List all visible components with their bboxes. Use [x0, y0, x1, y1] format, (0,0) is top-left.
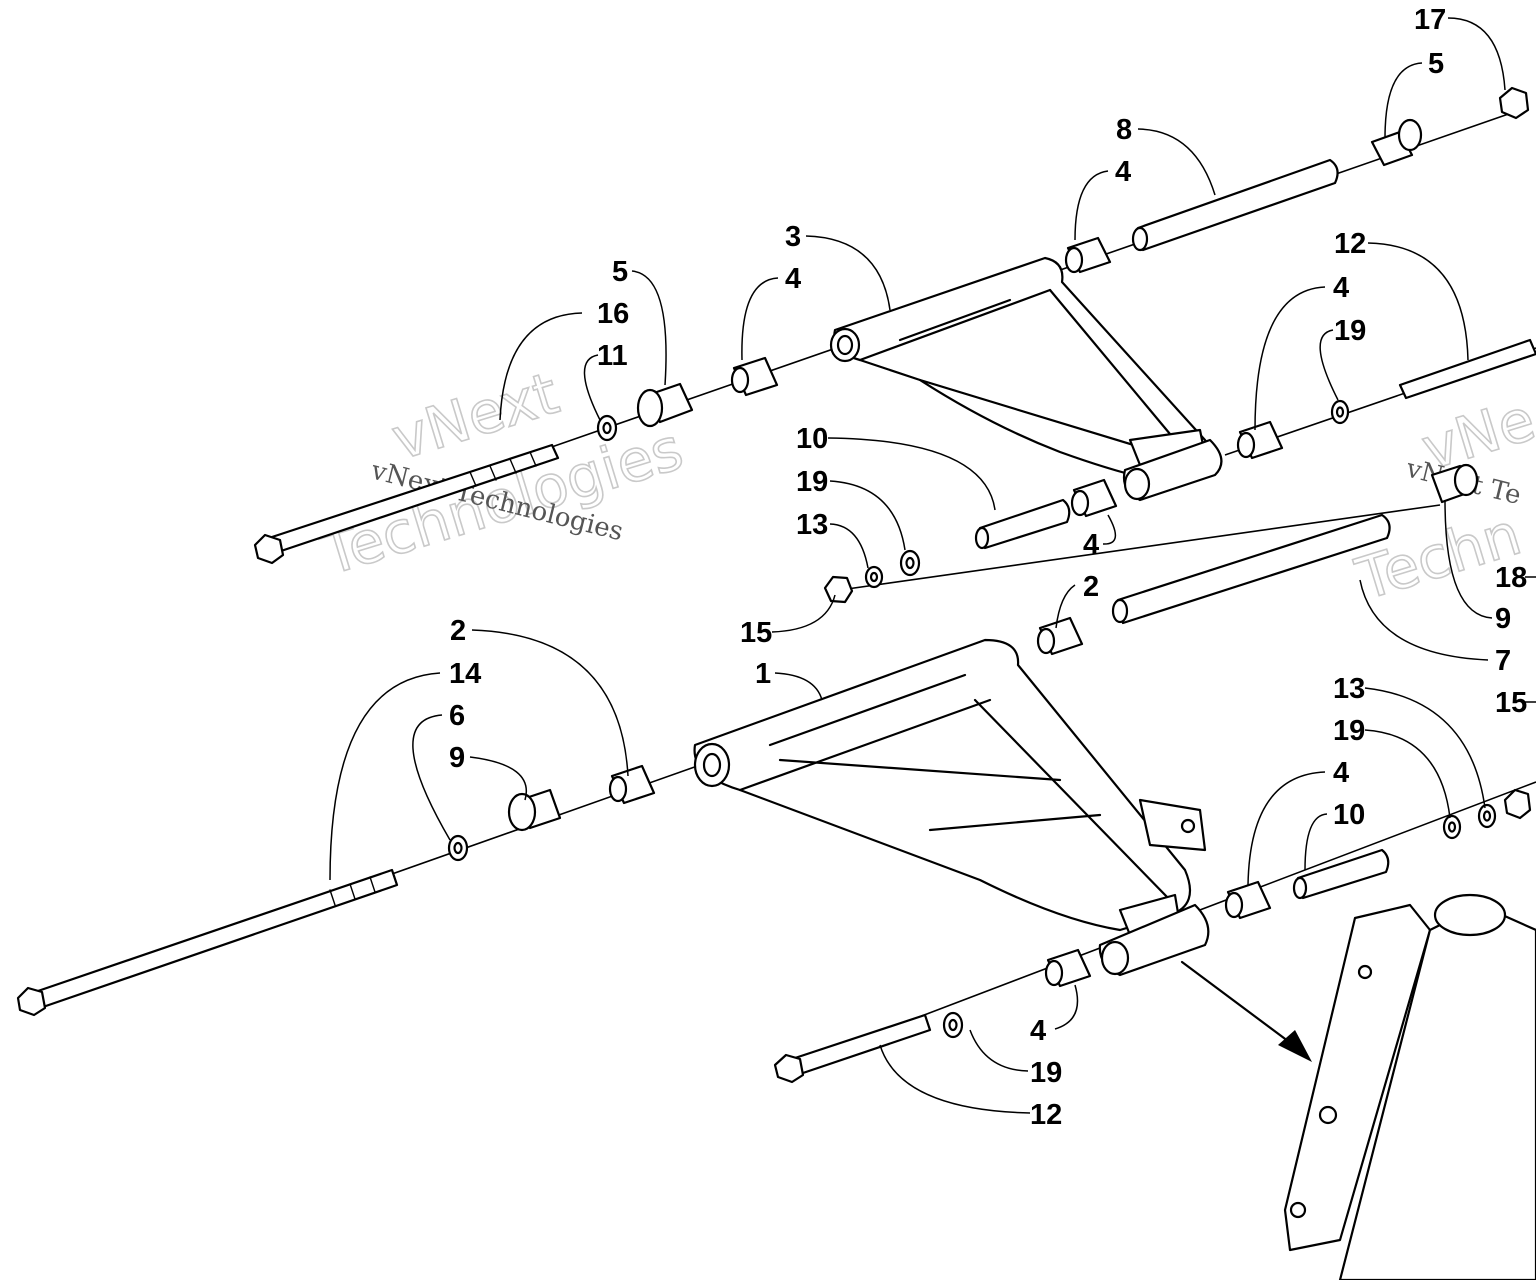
callout-19: 19 — [1030, 1057, 1062, 1089]
callout-4: 4 — [1333, 272, 1349, 304]
lower-a-arm — [693, 638, 1210, 977]
sleeve-10-upper — [974, 498, 1071, 550]
callout-19: 19 — [1334, 315, 1366, 347]
callout-14: 14 — [449, 658, 481, 690]
callout-4: 4 — [1333, 757, 1349, 789]
callout-18: 18 — [1495, 562, 1527, 594]
callout-16: 16 — [597, 298, 629, 330]
leader-lines — [329, 17, 1536, 1114]
callout-15: 15 — [740, 617, 772, 649]
upper-a-arm — [829, 256, 1223, 502]
callout-15: 15 — [1495, 687, 1527, 719]
callout-13: 13 — [796, 509, 828, 541]
sleeve-10-lower — [1292, 848, 1390, 900]
callout-3: 3 — [785, 221, 801, 253]
shaft-8 — [1131, 158, 1339, 252]
callout-4: 4 — [1083, 529, 1099, 561]
direction-arrow — [1180, 960, 1312, 1062]
callout-19: 19 — [1333, 715, 1365, 747]
lower-left-bolt — [16, 868, 399, 1017]
callout-10: 10 — [1333, 799, 1365, 831]
callout-9: 9 — [1495, 603, 1511, 635]
upper-left-bolt — [253, 443, 560, 565]
watermark: vNext Technologies vNext Technologies vN… — [312, 358, 1536, 614]
bushings — [608, 236, 1284, 988]
callout-19: 19 — [796, 466, 828, 498]
callout-4: 4 — [1115, 156, 1131, 188]
callout-6: 6 — [449, 700, 465, 732]
spindle-housing — [1283, 893, 1536, 1280]
upper-right-bolt — [1398, 338, 1536, 400]
callouts: 17 5 8 4 3 12 5 4 16 11 4 19 10 19 13 4 … — [449, 4, 1527, 1131]
callout-5: 5 — [612, 256, 628, 288]
callout-4: 4 — [1030, 1015, 1046, 1047]
flanged-bushings — [507, 118, 1479, 832]
callout-13: 13 — [1333, 673, 1365, 705]
shaft-7 — [1111, 513, 1391, 625]
lower-right-bolt — [773, 1013, 932, 1084]
callout-12: 12 — [1030, 1099, 1062, 1131]
callout-11: 11 — [597, 340, 628, 372]
callout-8: 8 — [1116, 114, 1132, 146]
callout-5: 5 — [1428, 48, 1444, 80]
callout-4: 4 — [785, 263, 801, 295]
callout-9: 9 — [449, 742, 465, 774]
washers — [447, 86, 1532, 1039]
callout-2: 2 — [450, 615, 466, 647]
callout-1: 1 — [755, 658, 771, 690]
callout-7: 7 — [1495, 645, 1511, 677]
callout-2: 2 — [1083, 571, 1099, 603]
callout-10: 10 — [796, 423, 828, 455]
callout-17: 17 — [1414, 4, 1446, 36]
callout-12: 12 — [1334, 228, 1366, 260]
